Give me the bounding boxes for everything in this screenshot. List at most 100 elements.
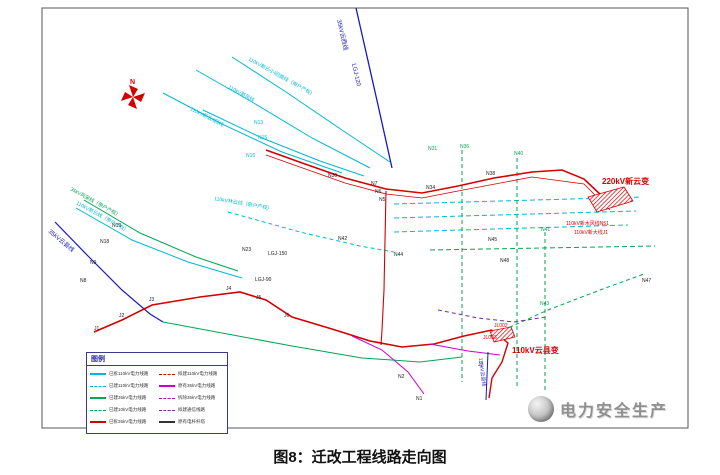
map-label: 110kV云县线 xyxy=(477,357,487,386)
map-label: J7 xyxy=(478,362,484,368)
route-map-svg: 35kV云西线LGJ-120110kV新云小I回路线（带户产权）110kV新风线… xyxy=(41,7,689,429)
substation-symbol xyxy=(489,326,516,343)
power-line xyxy=(231,56,391,163)
power-line xyxy=(351,335,425,395)
legend-item: 已拆110kV电力线路 xyxy=(90,368,155,380)
power-line xyxy=(393,224,629,233)
map-label: J2 xyxy=(119,313,125,319)
legend-label: 拟建110kV电力线路 xyxy=(178,371,218,376)
map-label: N36 xyxy=(460,144,469,150)
legend-label: 原有35kV电力线路 xyxy=(178,383,216,388)
map-label: N7 xyxy=(371,181,378,187)
power-line xyxy=(195,69,371,169)
map-label: N31 xyxy=(428,146,437,152)
map-label: J6 xyxy=(284,313,290,319)
legend-item: 拟建通信线路 xyxy=(159,404,224,416)
substation-symbol xyxy=(587,186,634,213)
power-line xyxy=(54,221,164,323)
map-label: JL003 xyxy=(483,335,497,341)
power-line xyxy=(355,7,393,169)
legend-item: 原有电杆杆塔 xyxy=(159,416,224,428)
legend-swatch xyxy=(159,397,175,399)
map-label: N42 xyxy=(338,236,347,242)
legend-item: 拟建110kV电力线路 xyxy=(159,368,224,380)
map-label: J5 xyxy=(256,295,262,301)
drawing-frame xyxy=(41,7,689,429)
map-label: N47 xyxy=(642,278,651,284)
map-label: 110kV新大线J1 xyxy=(574,229,608,236)
legend-swatch xyxy=(90,397,106,399)
power-line xyxy=(202,109,365,177)
power-line xyxy=(429,245,656,251)
map-label: N38 xyxy=(486,171,495,177)
legend-item: 已建10kV电力线路 xyxy=(90,404,155,416)
map-label: 110kV新云小I回路线（带户产权） xyxy=(247,56,316,99)
power-line xyxy=(489,273,645,337)
power-line xyxy=(227,211,395,253)
power-line xyxy=(393,196,643,205)
map-label: N48 xyxy=(500,258,509,264)
map-label: N15 xyxy=(258,135,267,141)
map-label: LGJ-90 xyxy=(255,277,272,283)
power-line xyxy=(162,92,343,174)
figure-caption: 图8：迁改工程线路走向图 xyxy=(273,449,447,466)
map-label: LGJ-150 xyxy=(268,251,287,257)
substations-layer xyxy=(489,186,634,343)
map-label: N34 xyxy=(426,185,435,191)
legend-item: 拆除35kV电力线路 xyxy=(159,392,224,404)
map-label: N13 xyxy=(254,120,263,126)
map-label: J4 xyxy=(226,286,232,292)
map-label: N41 xyxy=(541,227,550,233)
watermark: 电力安全生产 xyxy=(528,396,668,422)
map-label: J1 xyxy=(94,326,100,332)
legend-swatch xyxy=(90,385,106,387)
power-line xyxy=(75,207,243,279)
legend-swatch xyxy=(159,421,175,423)
north-arrow-icon: N xyxy=(121,79,145,109)
map-label: N2 xyxy=(398,374,405,380)
legend-swatch xyxy=(90,421,106,423)
map-label: 35kV云县线 xyxy=(47,227,76,253)
legend-label: 已建35kV电力线路 xyxy=(109,395,147,400)
map-label: 110kV林云线（带户产权） xyxy=(214,195,273,212)
legend-title: 图例 xyxy=(87,353,227,366)
north-label: N xyxy=(130,79,135,86)
power-line xyxy=(83,199,239,272)
legend-swatch xyxy=(159,373,175,375)
map-label: N44 xyxy=(394,252,403,258)
map-label: N9 xyxy=(90,260,97,266)
map-label: N16 xyxy=(246,153,255,159)
power-line xyxy=(485,351,489,401)
legend-label: 拆除35kV电力线路 xyxy=(178,395,216,400)
map-label: N8 xyxy=(80,278,87,284)
lines-layer xyxy=(54,7,656,401)
map-label: N43 xyxy=(540,301,549,307)
map-label: N40 xyxy=(514,151,523,157)
legend-box: 图例 已拆110kV电力线路已建110kV电力线路已建35kV电力线路已建10k… xyxy=(86,352,228,434)
map-label: JL002 xyxy=(494,323,508,329)
map-label: 110kV新木风线N51 xyxy=(566,220,609,227)
map-label: N23 xyxy=(242,247,251,253)
labels-layer: 35kV云西线LGJ-120110kV新云小I回路线（带户产权）110kV新风线… xyxy=(47,19,652,402)
legend-item: 已建35kV电力线路 xyxy=(90,392,155,404)
map-label: 35kV云西线 xyxy=(335,19,350,52)
legend-label: 已拆110kV电力线路 xyxy=(109,371,149,376)
power-line xyxy=(162,321,463,363)
map-label: 110kV新云II回线 xyxy=(189,106,225,129)
power-line xyxy=(265,149,615,207)
legend-swatch xyxy=(159,385,175,387)
legend-label: 拟建通信线路 xyxy=(178,407,205,412)
globe-icon xyxy=(528,396,554,422)
power-line xyxy=(380,190,387,346)
legend-label: 原有电杆杆塔 xyxy=(178,419,205,424)
map-label: N45 xyxy=(488,237,497,243)
map-label: 110kV云县变 xyxy=(512,345,559,355)
legend-item: 原有35kV电力线路 xyxy=(159,380,224,392)
map-label: N19 xyxy=(112,223,121,229)
map-label: N1 xyxy=(416,396,423,402)
power-line xyxy=(393,210,637,219)
map-label: 220kV新云变 xyxy=(602,176,649,186)
power-line xyxy=(265,154,611,211)
